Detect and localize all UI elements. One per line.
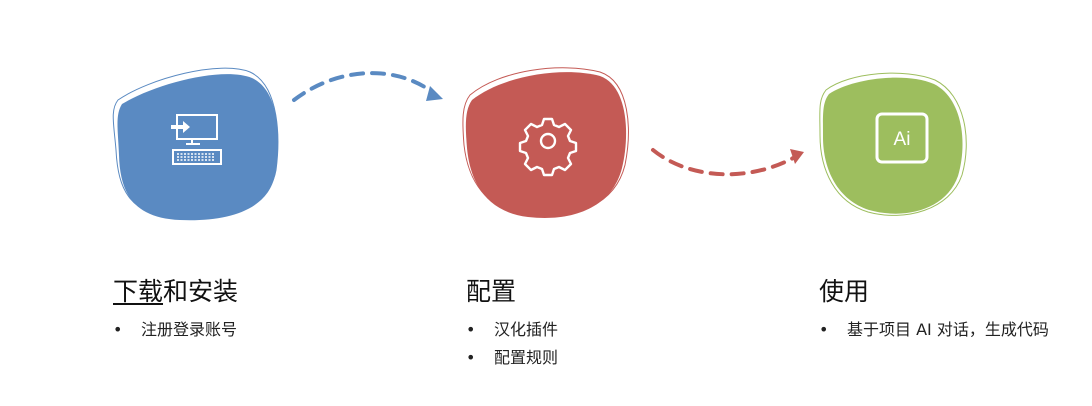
step-2-list: 汉化插件 配置规则 bbox=[466, 316, 558, 372]
arrow-2-head bbox=[790, 149, 804, 164]
ai-icon: Ai bbox=[875, 112, 929, 164]
list-item: 注册登录账号 bbox=[113, 316, 237, 344]
computer-download-icon bbox=[171, 114, 222, 165]
step-2-blob bbox=[462, 67, 629, 218]
title-rest: 和安装 bbox=[163, 277, 239, 306]
step-1-title: 下载和安装 bbox=[113, 272, 238, 308]
download-link[interactable]: 下载 bbox=[113, 277, 164, 306]
gear-icon bbox=[518, 117, 578, 177]
list-item: 汉化插件 bbox=[466, 316, 558, 344]
list-item: 配置规则 bbox=[466, 344, 558, 372]
ai-icon-text: Ai bbox=[894, 129, 911, 150]
list-item: 基于项目 AI 对话，生成代码 bbox=[819, 316, 1059, 344]
step-2-title: 配置 bbox=[466, 277, 517, 306]
step-3-title: 使用 bbox=[819, 277, 870, 306]
step-3-list: 基于项目 AI 对话，生成代码 bbox=[819, 316, 1059, 344]
step-1-blob bbox=[112, 67, 279, 221]
step-3-blob bbox=[819, 72, 967, 216]
arrow-1-head bbox=[426, 86, 443, 101]
arrow-1 bbox=[292, 71, 438, 102]
step-1-list: 注册登录账号 bbox=[113, 316, 237, 344]
arrow-2 bbox=[651, 148, 797, 177]
